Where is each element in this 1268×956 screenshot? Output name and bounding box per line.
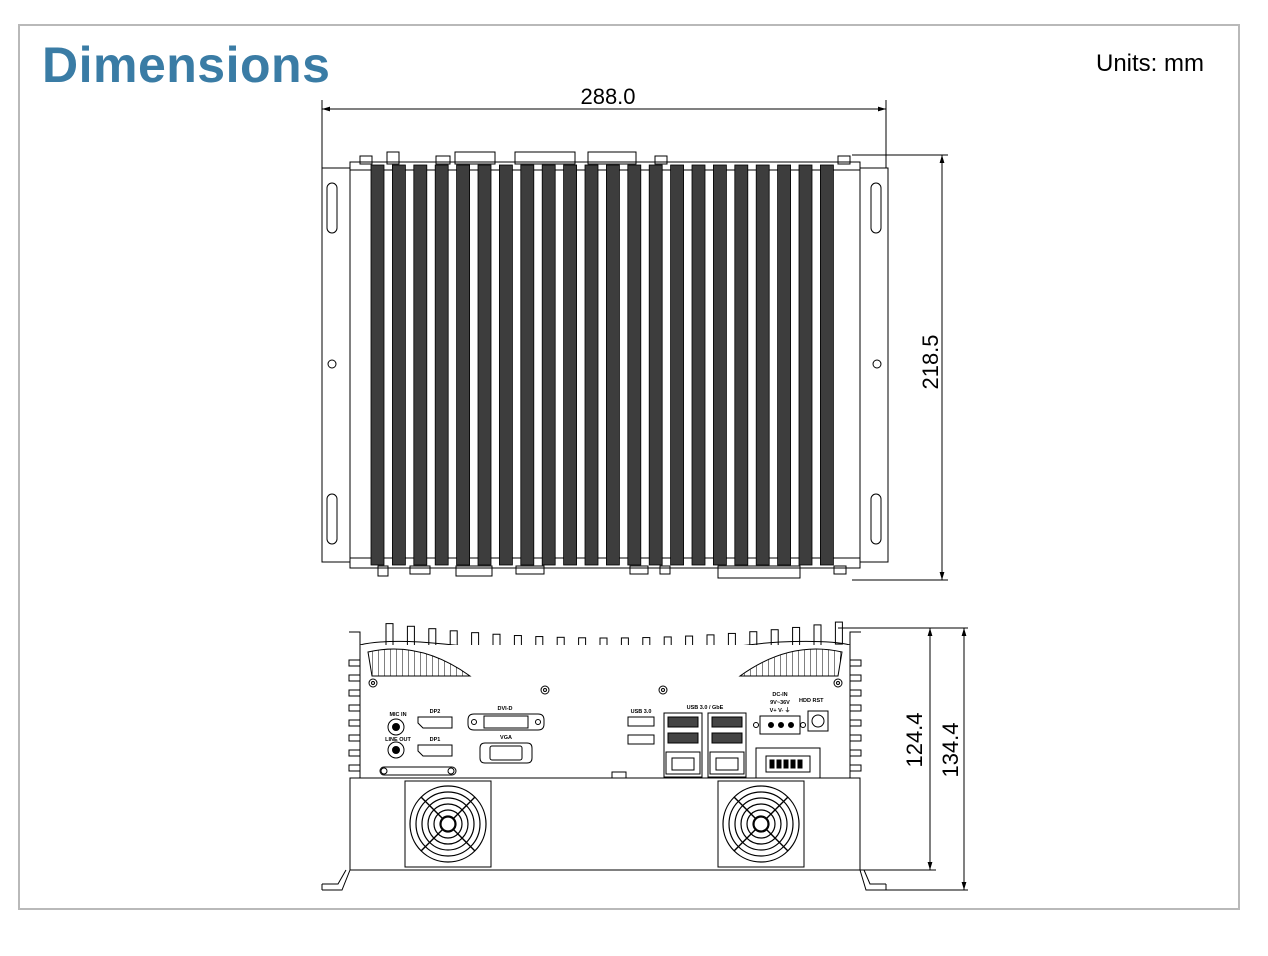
width-value: 288.0: [580, 84, 635, 109]
fan-left: [404, 780, 492, 868]
heatsink-fin: [498, 164, 513, 566]
depth-value: 218.5: [918, 334, 943, 389]
top-fin: [813, 624, 822, 648]
heatsink-fin: [456, 164, 471, 566]
flange-slots: [326, 182, 882, 545]
heatsink-fin: [820, 164, 834, 566]
drawing-frame: [18, 24, 1240, 910]
top-fin: [385, 623, 394, 647]
expansion-slot: [379, 766, 457, 776]
top-fin: [834, 621, 843, 645]
heatsink-fin: [520, 164, 535, 566]
dc-pins-label: V+ V- ⏚: [770, 707, 791, 714]
heatsink-fin: [627, 164, 642, 566]
usb-gbe-stack-1: [663, 712, 703, 778]
mic-in-jack: [387, 718, 405, 736]
usb30-label: USB 3.0: [631, 709, 652, 715]
side-fin: [348, 659, 361, 667]
heatsink-fin: [606, 164, 620, 566]
side-fin: [348, 674, 361, 682]
side-fin: [849, 719, 862, 727]
width-dimension: [321, 100, 887, 168]
top-view: [321, 151, 889, 579]
right-flange: [859, 167, 889, 563]
heatsink-fin: [413, 164, 428, 566]
dp2-port: [417, 716, 453, 729]
dc-in-label: DC-IN: [772, 692, 787, 698]
heatsink-fin: [477, 164, 492, 566]
vga-port: [479, 742, 533, 764]
heatsink-fin: [434, 164, 449, 566]
usb30-port-1: [627, 716, 655, 727]
right-vent: [738, 648, 843, 677]
side-fin: [849, 734, 862, 742]
hdd-label: HDD: [799, 698, 811, 704]
side-fin: [348, 689, 361, 697]
top-fin: [406, 625, 415, 649]
heatsink-fin: [541, 164, 556, 566]
line-out-jack: [387, 741, 405, 759]
heatsink-fins: [370, 164, 834, 566]
heatsink-fin: [755, 164, 770, 566]
usb30-port-2: [627, 734, 655, 745]
heatsink-fin: [691, 164, 706, 566]
heatsink-fin: [370, 164, 385, 566]
panel-screws: [368, 678, 843, 695]
usb-gbe-stack-2: [707, 712, 747, 778]
total-height-value: 134.4: [938, 722, 963, 777]
depth-dimension: [852, 154, 948, 581]
side-fin: [849, 659, 862, 667]
rear-connectors: [359, 151, 851, 165]
height-dimensions: [838, 627, 968, 891]
dp1-label: DP1: [430, 737, 441, 743]
side-fin: [348, 749, 361, 757]
dvi-port: [467, 713, 545, 731]
dc-range-label: 9V~36V: [770, 700, 790, 706]
heatsink-fin: [670, 164, 684, 566]
dp1-port: [417, 744, 453, 757]
heatsink-fin: [648, 164, 663, 566]
side-fin: [849, 764, 862, 772]
dp2-label: DP2: [430, 709, 441, 715]
units-label: Units: mm: [1096, 50, 1204, 77]
side-fin: [849, 704, 862, 712]
side-fin: [348, 719, 361, 727]
front-view: [321, 621, 887, 891]
heatsink-fin: [584, 164, 599, 566]
vga-label: VGA: [500, 735, 512, 741]
heatsink-fin: [713, 164, 727, 566]
front-connectors: [377, 565, 847, 579]
left-vent: [367, 648, 472, 677]
heatsink-fin: [777, 164, 791, 566]
front-panel-labels: MIC IN LINE OUT DP2 DP1 DVI-D VGA USB 3.…: [385, 692, 824, 743]
mic-in-label: MIC IN: [389, 712, 406, 718]
heatsink-fin: [798, 164, 813, 566]
side-fin: [849, 674, 862, 682]
fan-right: [717, 780, 805, 868]
heatsink-fin: [734, 164, 749, 566]
page-title: Dimensions: [42, 37, 331, 93]
side-fin: [348, 764, 361, 772]
heatsink-fin: [391, 164, 406, 566]
body-height-value: 124.4: [902, 712, 927, 767]
rst-label: RST: [813, 698, 825, 704]
side-fin: [348, 734, 361, 742]
line-out-label: LINE OUT: [385, 737, 411, 743]
side-fin: [849, 689, 862, 697]
usb-gbe-label: USB 3.0 / GbE: [687, 705, 724, 711]
heatsink-fin: [563, 164, 577, 566]
dvi-label: DVI-D: [498, 706, 513, 712]
side-fin: [348, 704, 361, 712]
power-button: [807, 710, 829, 732]
side-fin: [849, 749, 862, 757]
